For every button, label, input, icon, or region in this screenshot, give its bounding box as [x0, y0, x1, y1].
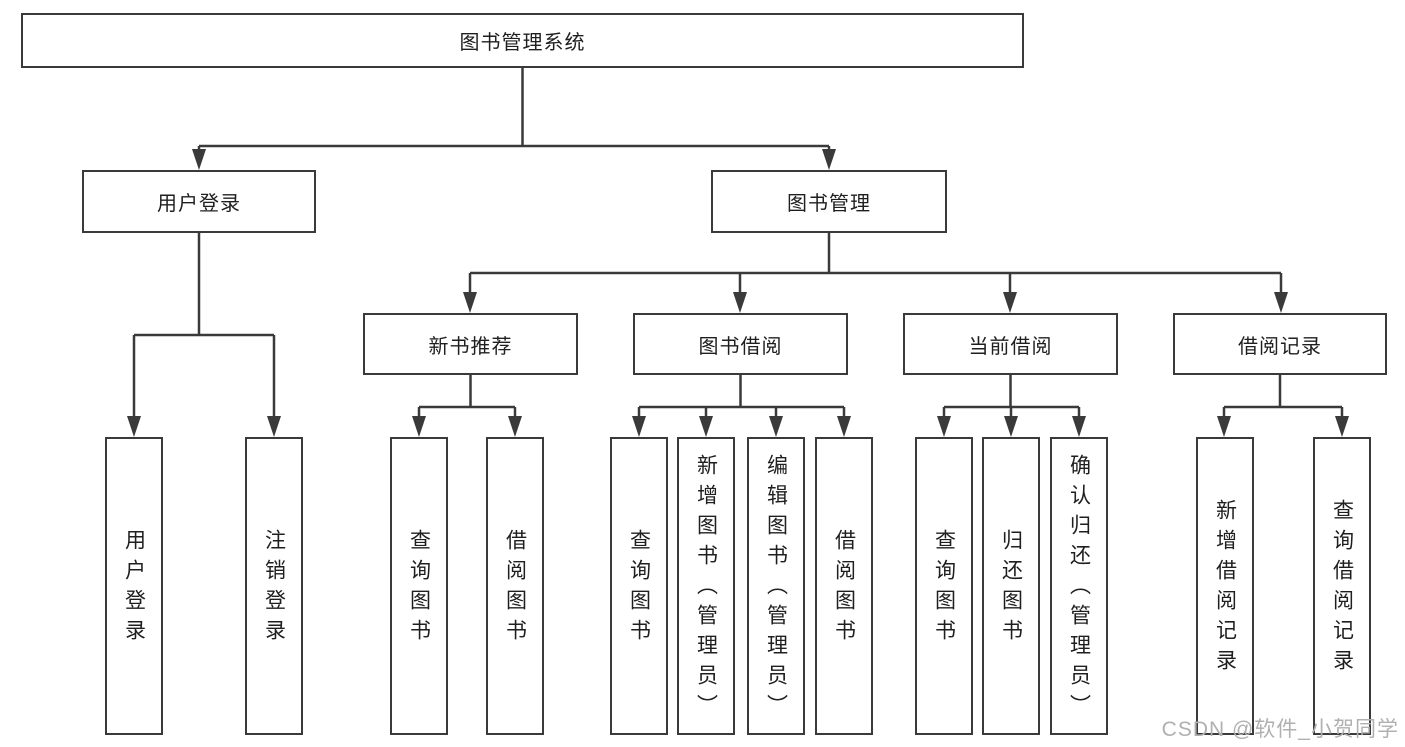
leaf-user-login: 用户登录 [105, 437, 163, 735]
node-book-management: 图书管理 [711, 170, 947, 233]
leaf-current-confirm-return-admin: 确认归还（管理员） [1050, 437, 1108, 735]
arrowheads [127, 149, 1349, 437]
node-new-book-recommendation: 新书推荐 [363, 313, 578, 375]
leaf-records-add-borrow-record: 新增借阅记录 [1196, 437, 1254, 735]
leaf-borrowing-edit-books-admin: 编辑图书（管理员） [747, 437, 805, 735]
leaf-borrowing-query-books: 查询图书 [610, 437, 668, 735]
leaf-current-return-books: 归还图书 [982, 437, 1040, 735]
node-book-borrowing: 图书借阅 [633, 313, 848, 375]
leaf-newrec-query-books: 查询图书 [390, 437, 448, 735]
leaf-current-query-books: 查询图书 [915, 437, 973, 735]
leaf-newrec-borrow-books: 借阅图书 [486, 437, 544, 735]
node-current-borrowing: 当前借阅 [903, 313, 1118, 375]
leaf-borrowing-borrow-books: 借阅图书 [815, 437, 873, 735]
node-user-login: 用户登录 [82, 170, 316, 233]
node-borrowing-records: 借阅记录 [1173, 313, 1387, 375]
csdn-watermark: CSDN @软件_小贺同学 [1161, 718, 1399, 741]
node-book-management-system: 图书管理系统 [21, 13, 1024, 68]
leaf-borrowing-add-books-admin: 新增图书（管理员） [677, 437, 735, 735]
leaf-records-query-borrow-record: 查询借阅记录 [1313, 437, 1371, 735]
leaf-logout-login: 注销登录 [245, 437, 303, 735]
